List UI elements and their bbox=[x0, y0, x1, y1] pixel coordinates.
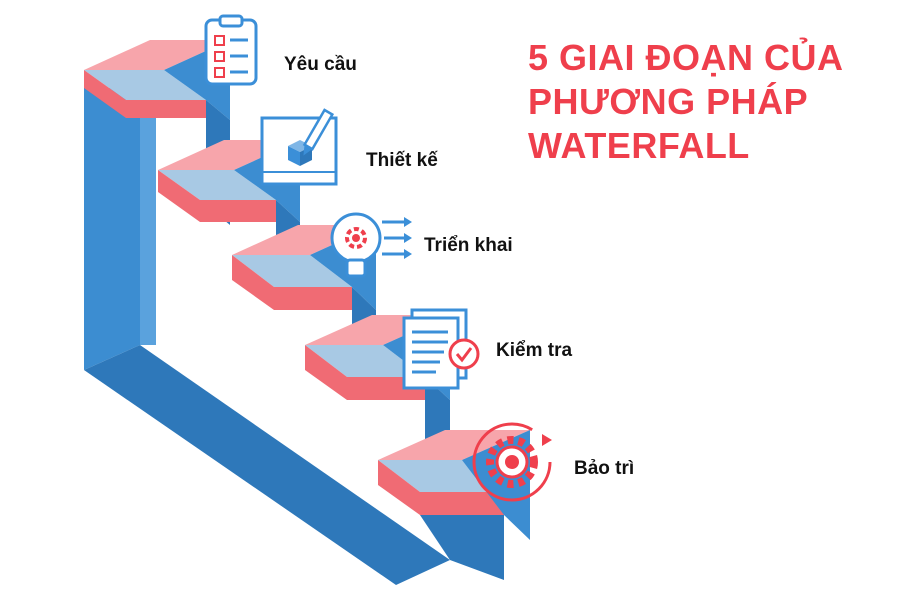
title-line-2: PHƯƠNG PHÁP bbox=[528, 81, 809, 122]
stage-label-design: Thiết kế bbox=[366, 150, 438, 171]
checklist-icon bbox=[204, 14, 258, 86]
stage-label-requirements: Yêu cầu bbox=[284, 54, 357, 75]
lightbulb-gear-icon bbox=[330, 212, 412, 278]
title-line-3: WATERFALL bbox=[528, 125, 750, 166]
staircase-back-beam bbox=[84, 88, 450, 585]
maintenance-gear-icon bbox=[472, 422, 552, 502]
stage-label-testing: Kiểm tra bbox=[496, 340, 573, 361]
diagram-title: 5 GIAI ĐOẠN CỦA PHƯƠNG PHÁP WATERFALL bbox=[528, 36, 888, 168]
stage-label-implementation: Triển khai bbox=[424, 235, 513, 256]
document-check-icon bbox=[402, 308, 480, 390]
blueprint-pencil-icon bbox=[260, 108, 338, 186]
title-line-1: 5 GIAI ĐOẠN CỦA bbox=[528, 37, 844, 78]
stage-label-maintenance: Bảo trì bbox=[574, 458, 635, 479]
